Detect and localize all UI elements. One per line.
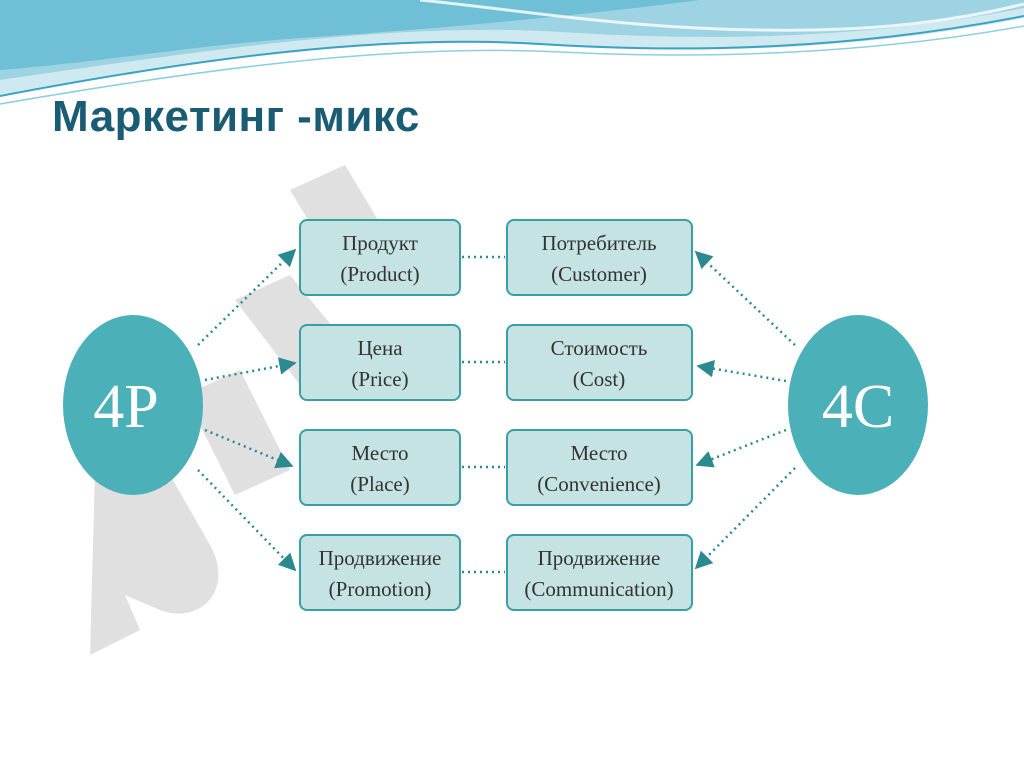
svg-text:Продвижение: Продвижение (538, 546, 661, 570)
svg-text:Потребитель: Потребитель (541, 231, 656, 255)
box-customer: Потребитель (Customer) (506, 219, 693, 296)
svg-text:Продвижение: Продвижение (319, 546, 442, 570)
svg-text:(Convenience): (Convenience) (537, 472, 661, 496)
svg-text:Стоимость: Стоимость (551, 336, 648, 360)
box-price: Цена (Price) (299, 324, 461, 401)
svg-text:Цена: Цена (357, 336, 403, 360)
svg-text:(Place): (Place) (350, 472, 409, 496)
svg-text:(Price): (Price) (351, 367, 408, 391)
svg-text:(Communication): (Communication) (524, 577, 673, 601)
svg-text:Место: Место (571, 441, 628, 465)
header-wave-decoration (0, 0, 1024, 105)
connectors-4c (694, 250, 796, 570)
slide-title: Маркетинг -микс (52, 92, 420, 141)
box-place: Место (Place) (299, 429, 461, 506)
circle-4c: 4C (788, 315, 928, 495)
svg-text:(Product): (Product) (340, 262, 419, 286)
box-communication: Продвижение (Communication) (506, 534, 693, 611)
svg-text:Продукт: Продукт (342, 231, 418, 255)
svg-text:(Promotion): (Promotion) (329, 577, 432, 601)
box-cost: Стоимость (Cost) (506, 324, 693, 401)
row-connectors (462, 255, 505, 574)
circle-4p: 4P (63, 315, 203, 495)
connectors-4p (197, 248, 297, 572)
box-promotion: Продвижение (Promotion) (299, 534, 461, 611)
svg-text:Место: Место (352, 441, 409, 465)
svg-text:(Customer): (Customer) (551, 262, 647, 286)
circle-4c-label: 4C (822, 373, 894, 441)
svg-text:(Cost): (Cost) (573, 367, 626, 391)
box-product: Продукт (Product) (299, 219, 461, 296)
circle-4p-label: 4P (93, 373, 158, 441)
box-convenience: Место (Convenience) (506, 429, 693, 506)
